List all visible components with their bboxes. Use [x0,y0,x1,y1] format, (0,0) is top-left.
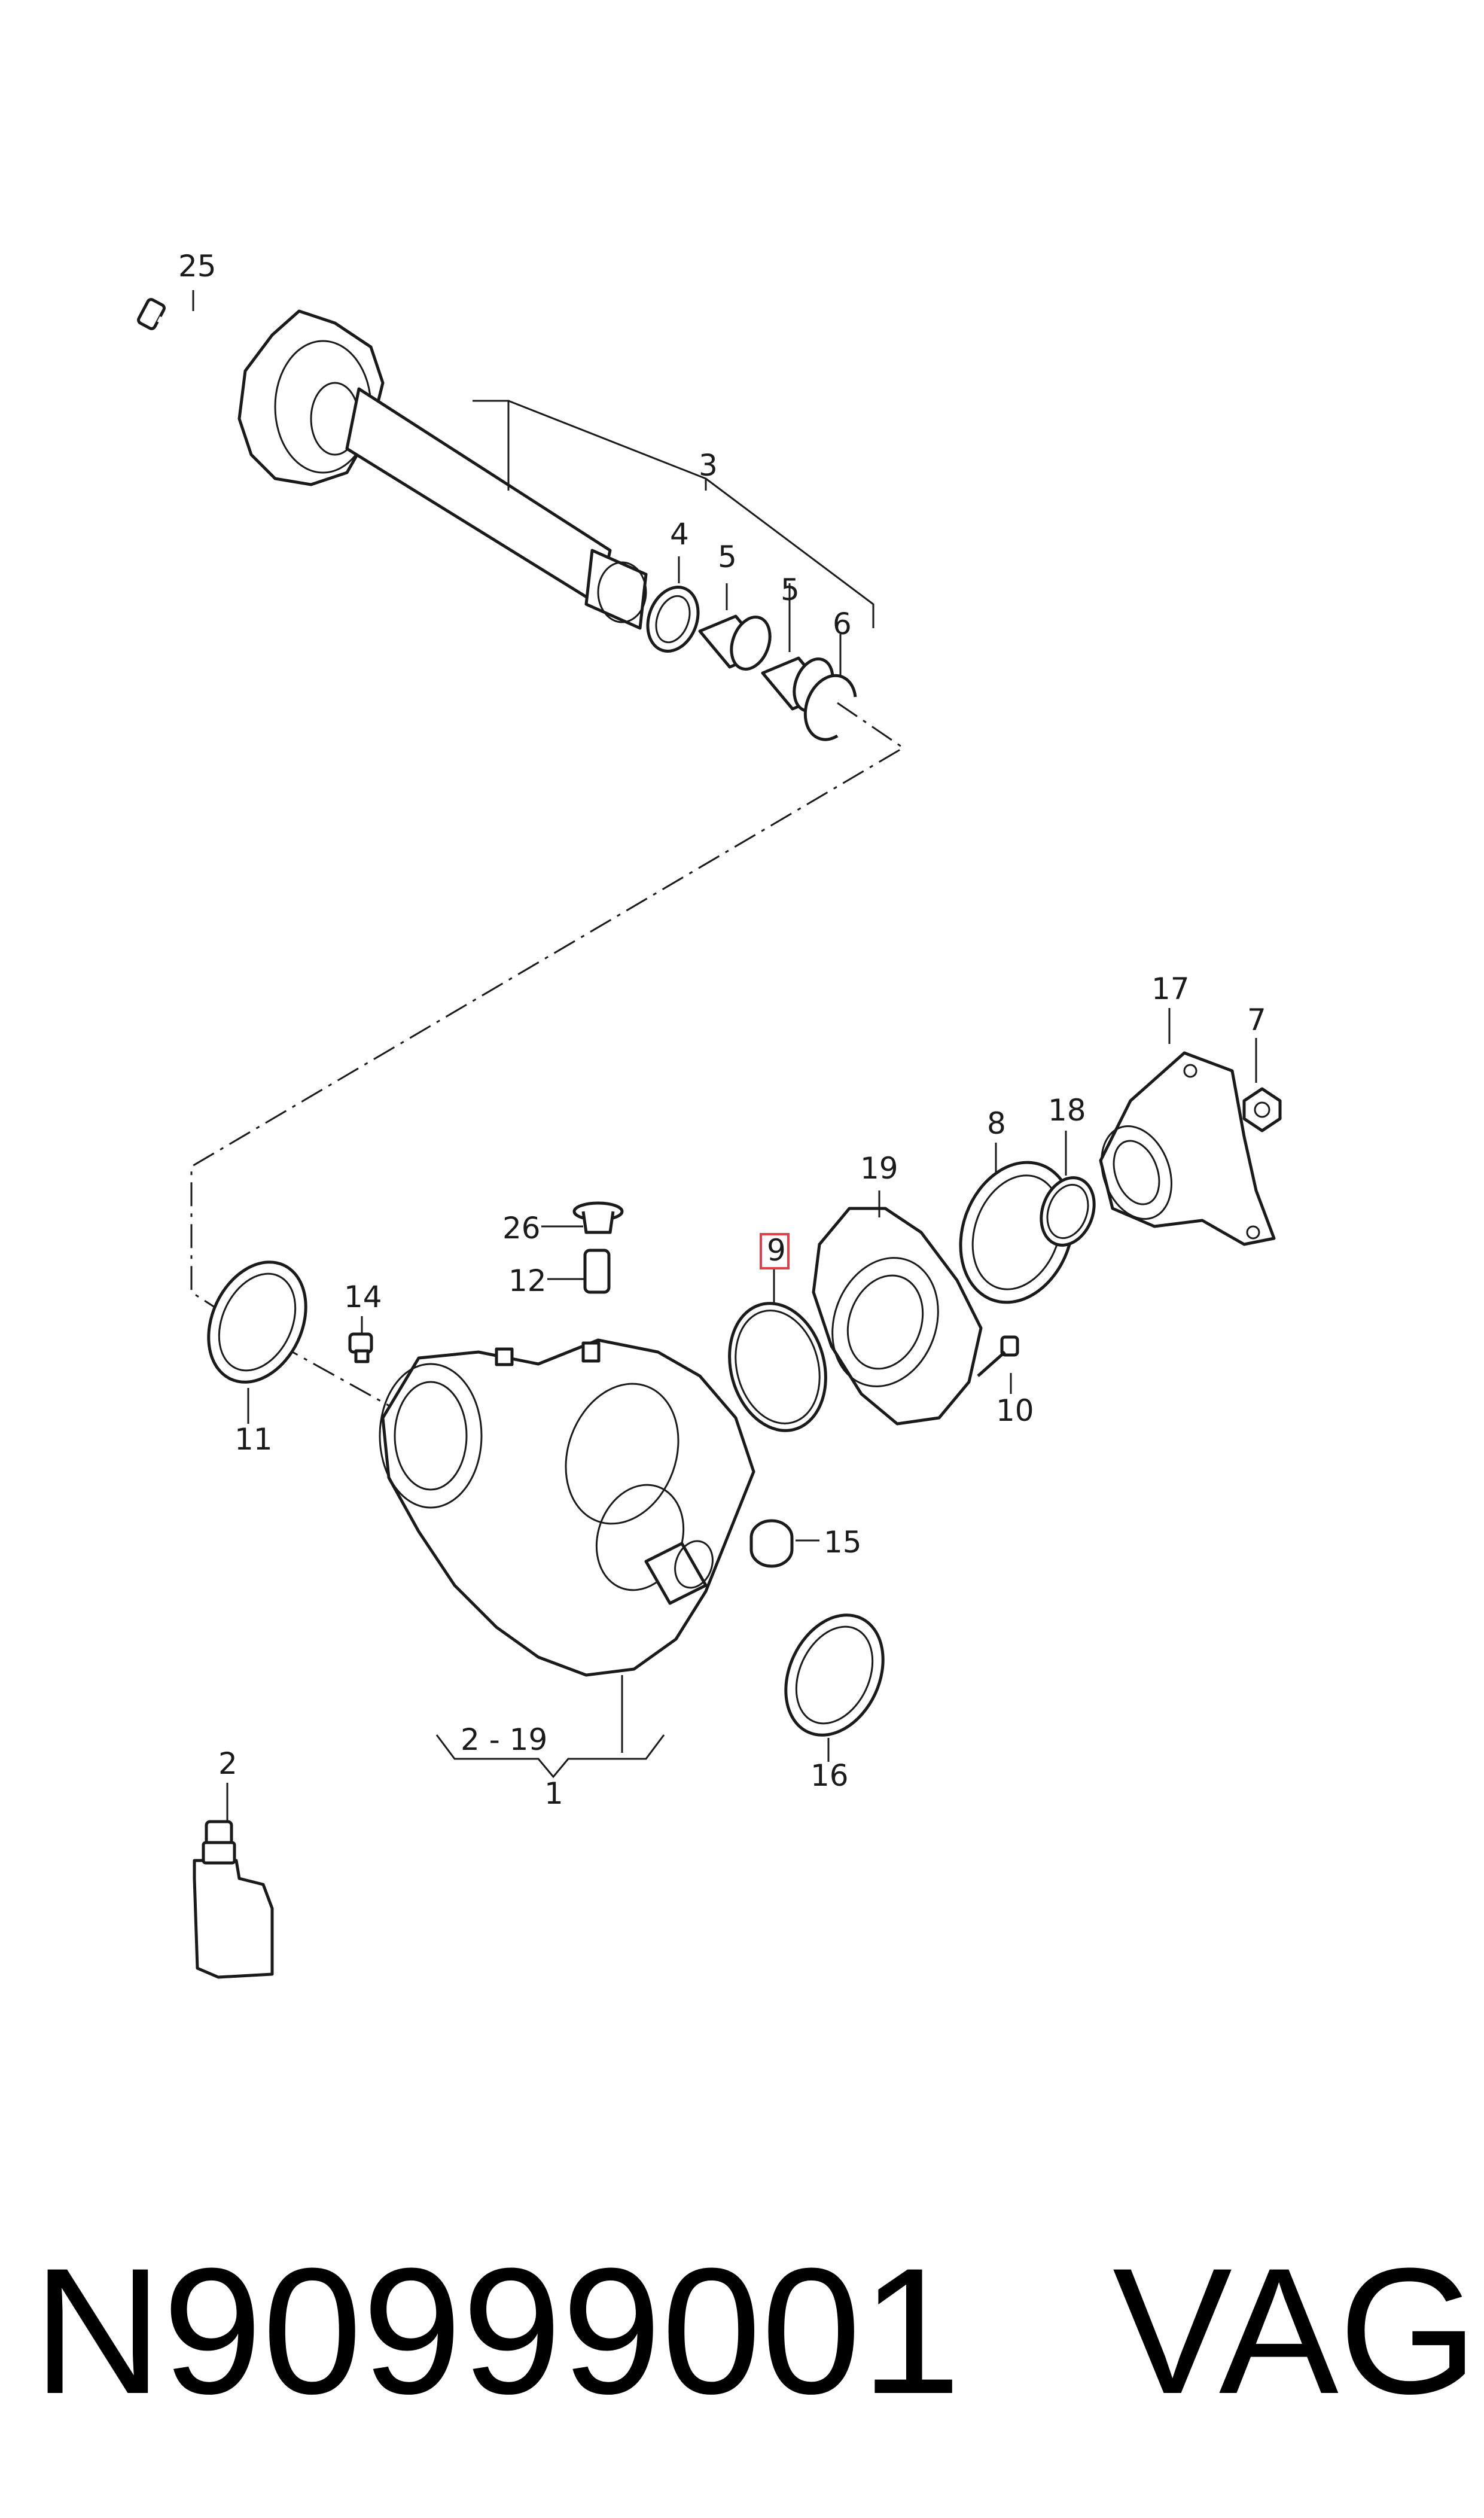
callout-11[interactable]: 11 [234,1422,273,1457]
seal-11[interactable] [190,1246,325,1398]
part-number: N90999001 [33,2230,961,2431]
callout-2-19[interactable]: 2 - 19 [461,1722,547,1757]
seal-16[interactable] [767,1599,902,1751]
callout-10[interactable]: 10 [996,1393,1034,1428]
callout-12[interactable]: 12 [508,1263,547,1298]
callout-8[interactable]: 8 [987,1106,1006,1141]
callout-18[interactable]: 18 [1048,1093,1086,1128]
brand-name: VAG [1113,2230,1478,2431]
sleeve-12[interactable] [583,1249,611,1294]
callout-25[interactable]: 25 [178,249,217,284]
plug-15[interactable] [749,1519,794,1568]
callout-9[interactable]: 9 [767,1233,786,1268]
callout-16[interactable]: 16 [810,1758,849,1793]
flange-17[interactable] [1089,1051,1276,1246]
callout-5b[interactable]: 5 [781,573,800,607]
callout-2[interactable]: 2 [218,1746,237,1781]
group-bracket-3 [473,400,874,628]
oil-bottle-2[interactable] [193,1820,274,1979]
leader-lines [192,290,1257,1822]
callout-7[interactable]: 7 [1247,1003,1266,1037]
callout-15[interactable]: 15 [824,1525,862,1560]
plug-14[interactable] [348,1332,373,1363]
callout-6[interactable]: 6 [833,607,852,641]
highlight-box [760,1233,790,1269]
callout-3[interactable]: 3 [699,448,718,483]
differential-housing-1[interactable] [379,1338,755,1677]
bolt-25[interactable] [137,298,247,368]
driveshaft-3[interactable] [237,309,648,630]
callout-14[interactable]: 14 [344,1280,382,1314]
cap-26[interactable] [572,1201,624,1234]
callout-5a[interactable]: 5 [718,540,737,574]
callout-26[interactable]: 26 [502,1211,541,1246]
callout-19[interactable]: 19 [860,1151,898,1186]
circlip-6[interactable] [803,674,857,741]
bolt-10[interactable] [977,1335,1019,1377]
nut-7[interactable] [1242,1087,1282,1132]
bearing-5a[interactable] [698,611,777,674]
callout-1[interactable]: 1 [544,1776,563,1811]
cover-19[interactable] [812,1207,983,1426]
o-ring-18[interactable] [1032,1170,1104,1253]
callout-9-highlighted[interactable]: 9 [760,1233,790,1269]
o-ring-9[interactable] [716,1292,840,1441]
ring-4[interactable] [639,580,707,659]
group-bracket-1 [435,1675,665,1779]
callout-4[interactable]: 4 [670,517,689,552]
callout-17[interactable]: 17 [1151,972,1190,1006]
